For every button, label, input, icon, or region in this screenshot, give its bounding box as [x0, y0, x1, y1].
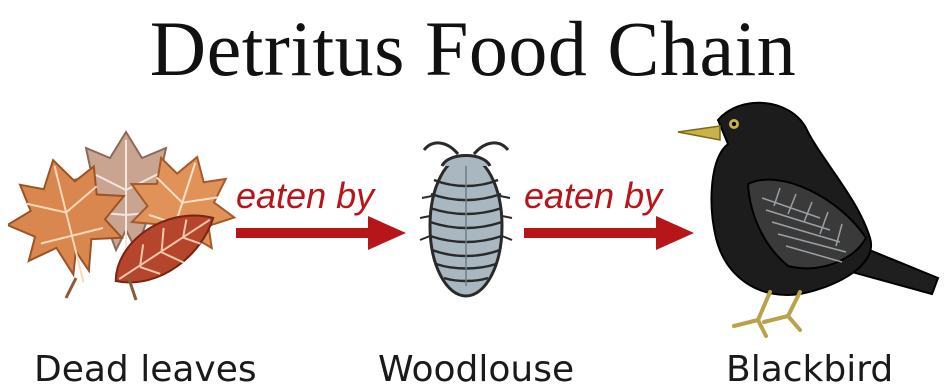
dead-leaves-icon: [8, 128, 258, 306]
woodlouse-icon: [418, 136, 514, 308]
caption-dead-leaves: Dead leaves: [34, 348, 257, 392]
arrow-label-2: eaten by: [524, 176, 662, 216]
arrow-label-1: eaten by: [236, 176, 374, 216]
caption-blackbird: Blackbird: [726, 348, 893, 392]
blackbird-icon: [670, 88, 944, 348]
diagram-title: Detritus Food Chain: [0, 4, 946, 94]
caption-woodlouse: Woodlouse: [378, 348, 574, 392]
arrow-1: [236, 214, 408, 254]
